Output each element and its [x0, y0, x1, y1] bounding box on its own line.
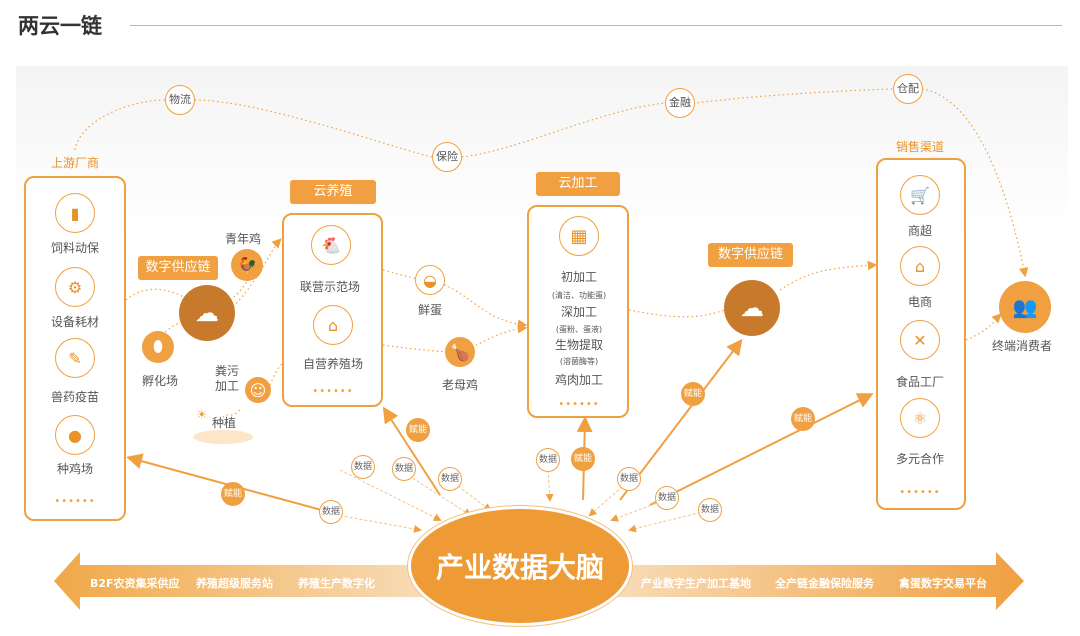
upstream-item: 设备耗材: [50, 315, 100, 329]
upstream-item: 兽药疫苗: [50, 390, 100, 404]
sales-item: 食品工厂: [895, 375, 945, 389]
upstream-item: 种鸡场: [56, 462, 94, 476]
finance-node: 金融: [665, 88, 695, 118]
consumer-label: 终端消费者: [991, 339, 1053, 353]
hen-icon: 🐔: [311, 225, 351, 265]
fresh-egg-label: 鲜蛋: [417, 303, 443, 317]
cart-icon: 🛒: [900, 175, 940, 215]
cloud-sync-icon: ☁: [724, 280, 780, 336]
planting-label: 种植: [212, 416, 237, 430]
process-line: 鸡肉加工: [554, 373, 604, 387]
logistics-node: 物流: [165, 85, 195, 115]
drumstick-icon: 🍗: [445, 337, 475, 367]
gift-box-icon: ▦: [559, 216, 599, 256]
more-dots: ••••••: [54, 496, 96, 507]
digital-supply-chain-tag: 数字供应链: [138, 256, 218, 280]
empower-badge: 赋能: [571, 447, 595, 471]
atom-icon: ⚛: [900, 398, 940, 438]
chick-icon: ●: [55, 415, 95, 455]
sales-item: 商超: [907, 224, 933, 238]
data-badge: 数据: [438, 467, 462, 491]
egg-basket-icon: ◒: [415, 265, 445, 295]
digital-supply-chain-tag-right: 数字供应链: [708, 243, 793, 267]
title-divider: [130, 25, 1062, 26]
users-icon: 👥: [999, 281, 1051, 333]
insurance-node: 保险: [432, 142, 462, 172]
banner-item: 养殖生产数字化: [298, 577, 375, 590]
more-dots: ••••••: [312, 386, 354, 397]
empower-badge: 赋能: [681, 382, 705, 406]
cloud-processing-tag: 云加工: [536, 172, 620, 196]
warehouse-node: 仓配: [893, 74, 923, 104]
sales-item: 电商: [907, 295, 933, 309]
process-note: (清洁、功能蛋): [551, 291, 607, 300]
process-line: 深加工: [560, 305, 598, 319]
upstream-item: 饲料动保: [50, 241, 100, 255]
data-badge: 数据: [392, 457, 416, 481]
data-badge: 数据: [617, 467, 641, 491]
chicken-icon: 🐓: [231, 249, 263, 281]
fork-knife-icon: ✕: [900, 320, 940, 360]
page-title: 两云一链: [18, 14, 102, 38]
soil-icon: [193, 430, 253, 444]
data-badge: 数据: [698, 498, 722, 522]
more-dots: ••••••: [899, 487, 941, 498]
process-note: (蛋粉、蛋液): [555, 325, 603, 334]
banner-item: B2F农资集采供应: [90, 577, 180, 590]
sales-item: 多元合作: [895, 452, 945, 466]
sales-label: 销售渠道: [895, 140, 945, 154]
data-badge: 数据: [536, 448, 560, 472]
process-line: 生物提取: [554, 338, 604, 352]
farm-item: 联营示范场: [299, 280, 361, 294]
feed-bag-icon: ▮: [55, 193, 95, 233]
cloud-farming-tag: 云养殖: [290, 180, 376, 204]
banner-item: 养殖超级服务站: [196, 577, 273, 590]
data-badge: 数据: [351, 455, 375, 479]
sun-icon: ☀: [196, 408, 208, 423]
empower-badge: 赋能: [791, 407, 815, 431]
empower-badge: 赋能: [406, 418, 430, 442]
process-note: (溶菌酶等): [559, 357, 599, 366]
farm-item: 自营养殖场: [302, 357, 364, 371]
empower-badge: 赋能: [221, 482, 245, 506]
data-badge: 数据: [319, 500, 343, 524]
robot-icon: ⚙: [55, 267, 95, 307]
worker-icon: ☺: [245, 377, 271, 403]
upstream-label: 上游厂商: [50, 156, 100, 170]
banner-item: 全产链金融保险服务: [775, 577, 874, 590]
data-badge: 数据: [655, 486, 679, 510]
syringe-icon: ✎: [55, 338, 95, 378]
process-line: 初加工: [560, 270, 598, 284]
storefront-icon: ⌂: [900, 246, 940, 286]
banner-item: 禽蛋数字交易平台: [899, 577, 987, 590]
cloud-sync-icon: ☁: [179, 285, 235, 341]
old-hen-label: 老母鸡: [441, 378, 479, 392]
hatchery-label: 孵化场: [141, 374, 179, 388]
industry-data-brain: 产业数据大脑: [408, 506, 632, 626]
pullet-label: 青年鸡: [224, 232, 262, 246]
banner-item: 产业数字生产加工基地: [641, 577, 751, 590]
more-dots: ••••••: [558, 399, 600, 410]
manure-label: 粪污加工: [214, 364, 239, 393]
farm-house-icon: ⌂: [313, 305, 353, 345]
egg-icon: ⬮: [142, 331, 174, 363]
